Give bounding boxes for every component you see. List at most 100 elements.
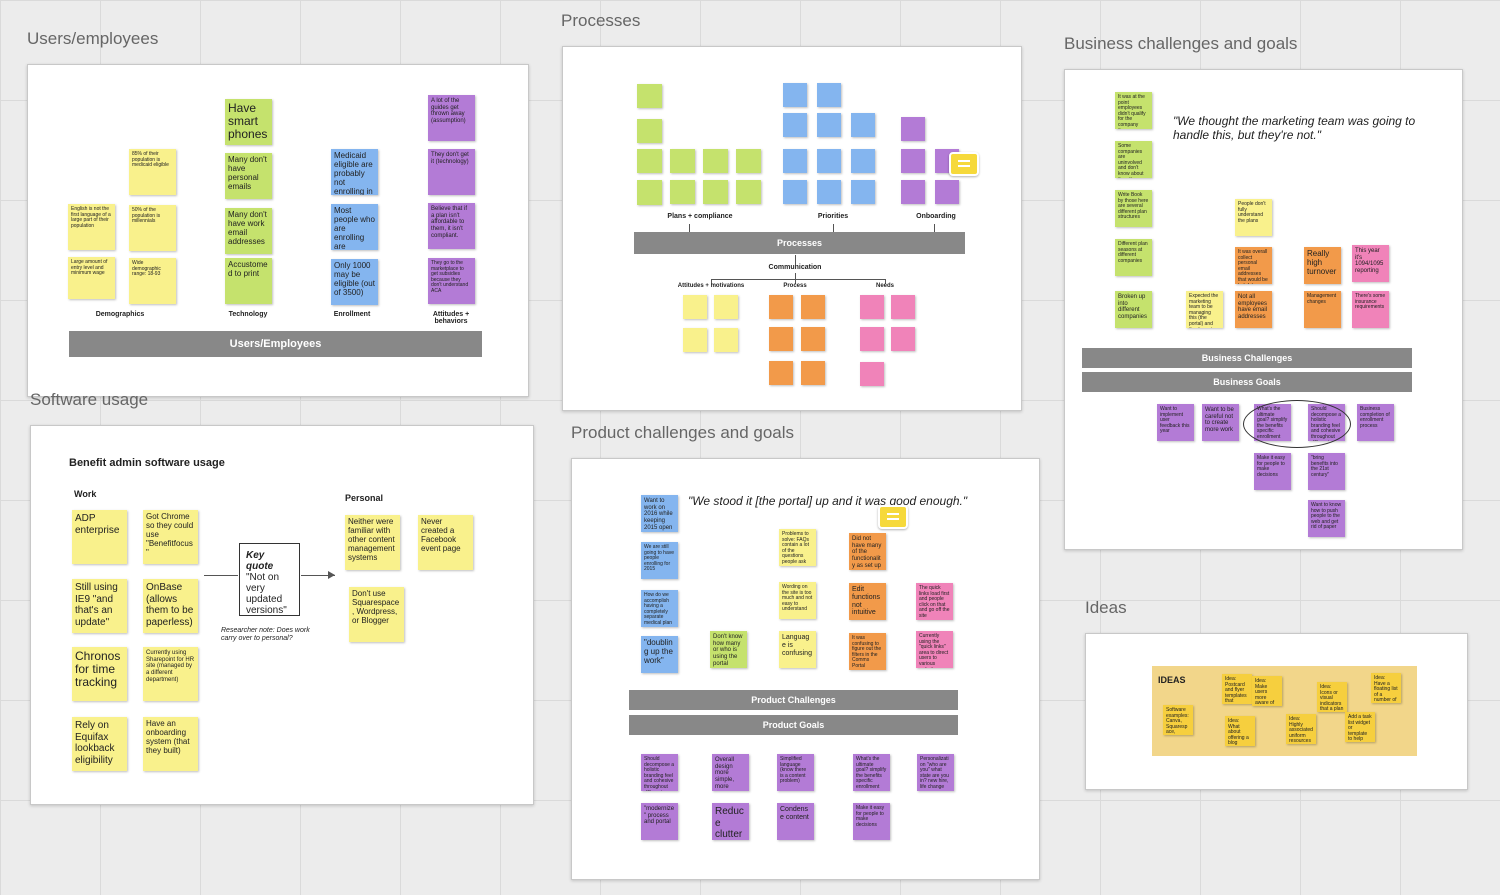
- sticky-note[interactable]: Wide demographic range: 18-93: [129, 258, 176, 304]
- sticky-note[interactable]: [769, 361, 793, 385]
- sticky-note[interactable]: Many don't have work email addresses: [225, 208, 272, 254]
- sticky-note[interactable]: "modernize" process and portal: [641, 803, 678, 840]
- sticky-note[interactable]: There's some insurance requirements: [1352, 291, 1389, 328]
- sticky-note[interactable]: They go to the marketplace to get subsid…: [428, 258, 475, 304]
- sticky-note[interactable]: [851, 113, 875, 137]
- sticky-note[interactable]: [801, 295, 825, 319]
- sticky-note[interactable]: [860, 295, 884, 319]
- sticky-note[interactable]: ADP enterprise: [72, 510, 127, 564]
- software-frame[interactable]: Benefit admin software usage Work Person…: [30, 425, 534, 805]
- sticky-note[interactable]: Make it easy for people to make decision…: [853, 803, 890, 840]
- sticky-note[interactable]: "doubling up the work": [641, 636, 678, 673]
- sticky-note[interactable]: [783, 149, 807, 173]
- sticky-note[interactable]: Got Chrome so they could use "Benefitfoc…: [143, 510, 198, 564]
- sticky-note[interactable]: Simplified language (know there is a con…: [777, 754, 814, 791]
- sticky-note[interactable]: Want to implement user feedback this yea…: [1157, 404, 1194, 441]
- sticky-note[interactable]: Different plan seasons at different comp…: [1115, 239, 1152, 276]
- sticky-note[interactable]: Rely on Equifax lookback eligibility: [72, 717, 127, 771]
- sticky-note[interactable]: A lot of the guides get thrown away (ass…: [428, 95, 475, 141]
- sticky-note[interactable]: Overall design more simple, more modern: [712, 754, 749, 791]
- sticky-note[interactable]: Expected the marketing team to be managi…: [1186, 291, 1223, 328]
- sticky-note[interactable]: Have an onboarding system (that they bui…: [143, 717, 198, 771]
- sticky-note[interactable]: Software examples: Canva, Squarespace, W…: [1163, 705, 1193, 735]
- sticky-note[interactable]: It was at the point employees didn't qua…: [1115, 92, 1152, 129]
- sticky-note[interactable]: Don't know how many or who is using the …: [710, 631, 747, 668]
- sticky-note[interactable]: Really high turnover: [1304, 247, 1341, 284]
- sticky-note[interactable]: Should decompose a holistic branding fee…: [641, 754, 678, 791]
- sticky-note[interactable]: [714, 295, 738, 319]
- sticky-note[interactable]: [769, 327, 793, 351]
- sticky-note[interactable]: [817, 149, 841, 173]
- sticky-note[interactable]: Want to work on 2016 while keeping 2015 …: [641, 495, 678, 532]
- sticky-note[interactable]: This year it's 1094/1095 reporting: [1352, 245, 1389, 282]
- sticky-note[interactable]: [783, 113, 807, 137]
- sticky-note[interactable]: Never created a Facebook event page: [418, 515, 473, 570]
- sticky-note[interactable]: Currently using the "quick links" area t…: [916, 631, 953, 668]
- sticky-note[interactable]: "bring benefits into the 21st century": [1308, 453, 1345, 490]
- sticky-note[interactable]: [901, 180, 925, 204]
- sticky-note[interactable]: Only 1000 may be eligible (out of 3500): [331, 259, 378, 305]
- sticky-note[interactable]: We are still going to have people enroll…: [641, 542, 678, 579]
- sticky-note[interactable]: [637, 149, 662, 173]
- sticky-note[interactable]: [901, 117, 925, 141]
- sticky-note[interactable]: [714, 328, 738, 352]
- sticky-note[interactable]: Some companies are uninvolved and don't …: [1115, 141, 1152, 178]
- sticky-note[interactable]: Reduce clutter: [712, 803, 749, 840]
- sticky-note[interactable]: People don't fully understand the plans: [1235, 199, 1272, 236]
- sticky-note[interactable]: [736, 180, 761, 204]
- sticky-note[interactable]: Want to be careful not to create more wo…: [1202, 404, 1239, 441]
- sticky-note[interactable]: Personalization "who are you" what state…: [917, 754, 954, 791]
- sticky-note[interactable]: [801, 361, 825, 385]
- sticky-note[interactable]: OnBase (allows them to be paperless): [143, 579, 198, 633]
- sticky-note[interactable]: [783, 83, 807, 107]
- sticky-note[interactable]: Management changes: [1304, 291, 1341, 328]
- sticky-note[interactable]: Believe that if a plan isn't affordable …: [428, 203, 475, 249]
- sticky-note[interactable]: English is not the first language of a l…: [68, 204, 115, 250]
- sticky-note[interactable]: [783, 180, 807, 204]
- sticky-note[interactable]: [769, 295, 793, 319]
- sticky-note[interactable]: It was overall collect personal email ad…: [1235, 247, 1272, 284]
- product-frame[interactable]: "We stood it [the portal] up and it was …: [571, 458, 1040, 880]
- sticky-note[interactable]: Not all employees have email addresses: [1235, 291, 1272, 328]
- sticky-note[interactable]: [817, 180, 841, 204]
- comment-icon[interactable]: [949, 152, 979, 176]
- sticky-note[interactable]: Idea: Icons or visual indicators that a …: [1317, 682, 1347, 712]
- sticky-note[interactable]: [817, 113, 841, 137]
- sticky-note[interactable]: Idea: Highly associated uniform resource…: [1286, 714, 1316, 744]
- sticky-note[interactable]: How do we accomplish having a completely…: [641, 590, 678, 627]
- sticky-note[interactable]: [670, 180, 695, 204]
- sticky-note[interactable]: Most people who are enrolling are salari…: [331, 204, 378, 250]
- sticky-note[interactable]: It was confusing to figure out the filte…: [849, 633, 886, 670]
- sticky-note[interactable]: Currently using Sharepoint for HR site (…: [143, 647, 198, 701]
- sticky-note[interactable]: Chronos for time tracking: [72, 647, 127, 701]
- sticky-note[interactable]: Have smart phones: [225, 99, 272, 145]
- sticky-note[interactable]: [637, 180, 662, 205]
- sticky-note[interactable]: They don't get it (technology): [428, 149, 475, 195]
- sticky-note[interactable]: [817, 83, 841, 107]
- users-frame[interactable]: English is not the first language of a l…: [27, 64, 529, 397]
- sticky-note[interactable]: [703, 149, 728, 173]
- sticky-note[interactable]: 85% of their population is medicaid elig…: [129, 149, 176, 195]
- sticky-note[interactable]: Large amount of entry level and minimum …: [68, 257, 115, 299]
- business-frame[interactable]: "We thought the marketing team was going…: [1064, 69, 1463, 550]
- sticky-note[interactable]: The quick links load first and people cl…: [916, 583, 953, 620]
- processes-frame[interactable]: Plans + compliance Priorities Onboarding…: [562, 46, 1022, 411]
- sticky-note[interactable]: Idea: Make users more aware of logo or b…: [1252, 676, 1282, 706]
- sticky-note[interactable]: Edit functions not intuitive: [849, 583, 886, 620]
- sticky-note[interactable]: [703, 180, 728, 204]
- sticky-note[interactable]: What's the ultimate goal? simplify the b…: [853, 754, 890, 791]
- sticky-note[interactable]: Wording on the site is too much and not …: [779, 582, 816, 619]
- sticky-note[interactable]: Write Book by those here are several dif…: [1115, 190, 1152, 227]
- sticky-note[interactable]: Many don't have personal emails: [225, 153, 272, 199]
- sticky-note[interactable]: 50% of the population is millennials: [129, 205, 176, 251]
- sticky-note[interactable]: Did not have many of the functionality a…: [849, 533, 886, 570]
- sticky-note[interactable]: Condense content: [777, 803, 814, 840]
- sticky-note[interactable]: [891, 295, 915, 319]
- sticky-note[interactable]: [670, 149, 695, 173]
- sticky-note[interactable]: [891, 327, 915, 351]
- sticky-note[interactable]: Business completion of enrollment proces…: [1357, 404, 1394, 441]
- sticky-note[interactable]: Idea: Have a floating list of a number o…: [1371, 673, 1401, 703]
- sticky-note[interactable]: Idea: Postcard and flyer templates that …: [1222, 674, 1252, 704]
- sticky-note[interactable]: Want to know how to push people to the w…: [1308, 500, 1345, 537]
- sticky-note[interactable]: [935, 180, 959, 204]
